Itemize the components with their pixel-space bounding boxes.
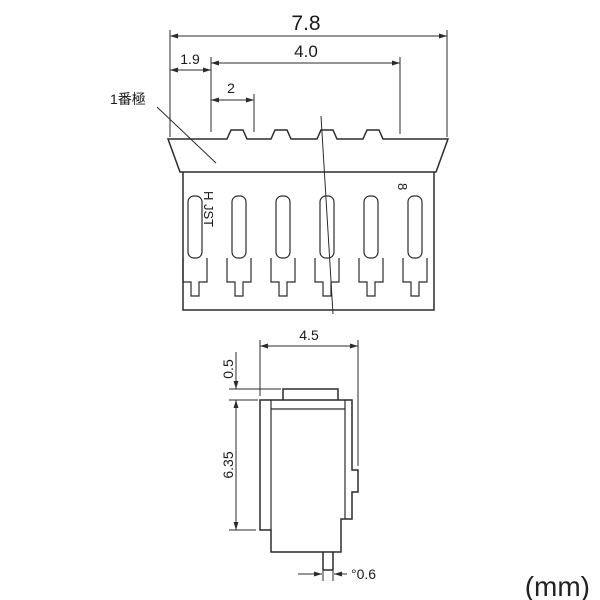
dim-label-boss: 0.5 xyxy=(220,359,236,379)
cavity-slot xyxy=(319,195,335,259)
top-boss-outline xyxy=(282,388,339,400)
cavity-slot xyxy=(407,195,423,259)
cavity-slot xyxy=(275,195,291,259)
pin1-label: 1番極 xyxy=(110,91,146,107)
pin1-leader-line xyxy=(156,106,217,164)
lance-window xyxy=(270,258,296,297)
dim-label-pitch: 2 xyxy=(227,80,235,96)
lance-windows xyxy=(182,258,428,297)
side-profile-outline xyxy=(259,399,359,553)
dim-label-offset: 1.9 xyxy=(180,51,200,67)
side-view: 4.5 0.5 6.35 °0.6 xyxy=(220,327,376,582)
circuit-count-marking: 8 xyxy=(395,183,410,190)
housing-collar-outline xyxy=(166,129,450,173)
lance-window xyxy=(402,258,428,297)
dim-label-overall: 7.8 xyxy=(291,12,320,35)
housing-marking: H JST xyxy=(201,191,216,227)
dim-label-height: 6.35 xyxy=(220,451,236,478)
cavity-slot xyxy=(231,195,247,259)
lance-window xyxy=(182,258,208,297)
dim-label-tail: °0.6 xyxy=(351,566,376,582)
lance-window xyxy=(314,258,340,297)
cavity-slot xyxy=(363,195,379,259)
front-view: 7.8 4.0 1.9 2 1番極 xyxy=(110,12,450,315)
dim-label-width: 4.5 xyxy=(299,327,319,343)
units-label: (mm) xyxy=(525,571,590,600)
lance-window xyxy=(358,258,384,297)
break-line xyxy=(320,115,334,315)
housing-body-outline xyxy=(182,172,435,311)
contact-cavities xyxy=(187,195,423,259)
lance-window xyxy=(226,258,252,297)
cavity-slot xyxy=(187,195,203,259)
dim-label-inner: 4.0 xyxy=(294,42,318,61)
